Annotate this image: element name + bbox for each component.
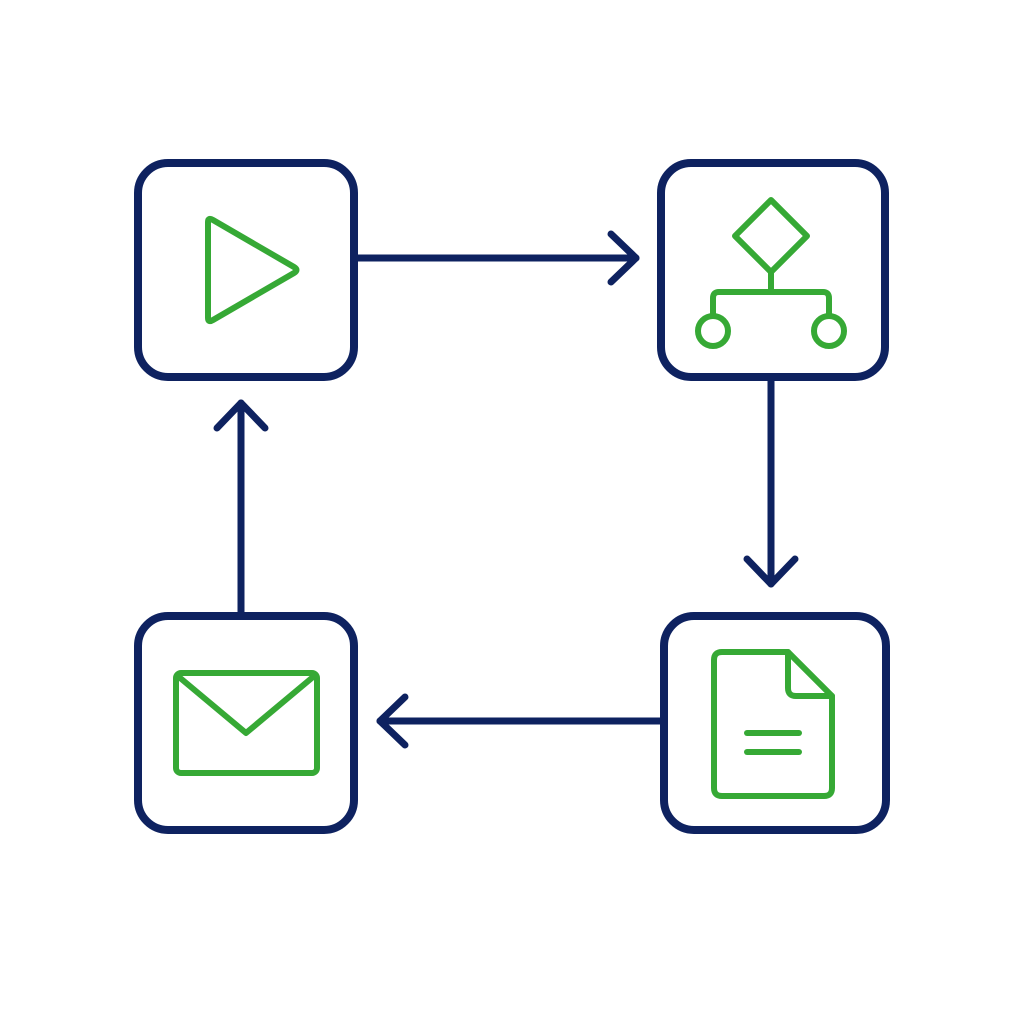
node-start-box [134,159,358,381]
document-icon [711,649,835,799]
node-email[interactable] [134,612,358,834]
edge-start-to-decision [354,230,640,286]
decision-branch-icon [695,197,847,349]
node-email-box [134,612,358,834]
node-decision[interactable] [657,159,889,381]
edge-document-to-email [376,693,665,749]
edge-email-to-start [213,399,269,617]
envelope-icon [173,670,320,776]
play-icon [205,215,300,325]
edge-decision-to-document [743,376,799,588]
node-document[interactable] [660,612,890,834]
node-start[interactable] [134,159,358,381]
